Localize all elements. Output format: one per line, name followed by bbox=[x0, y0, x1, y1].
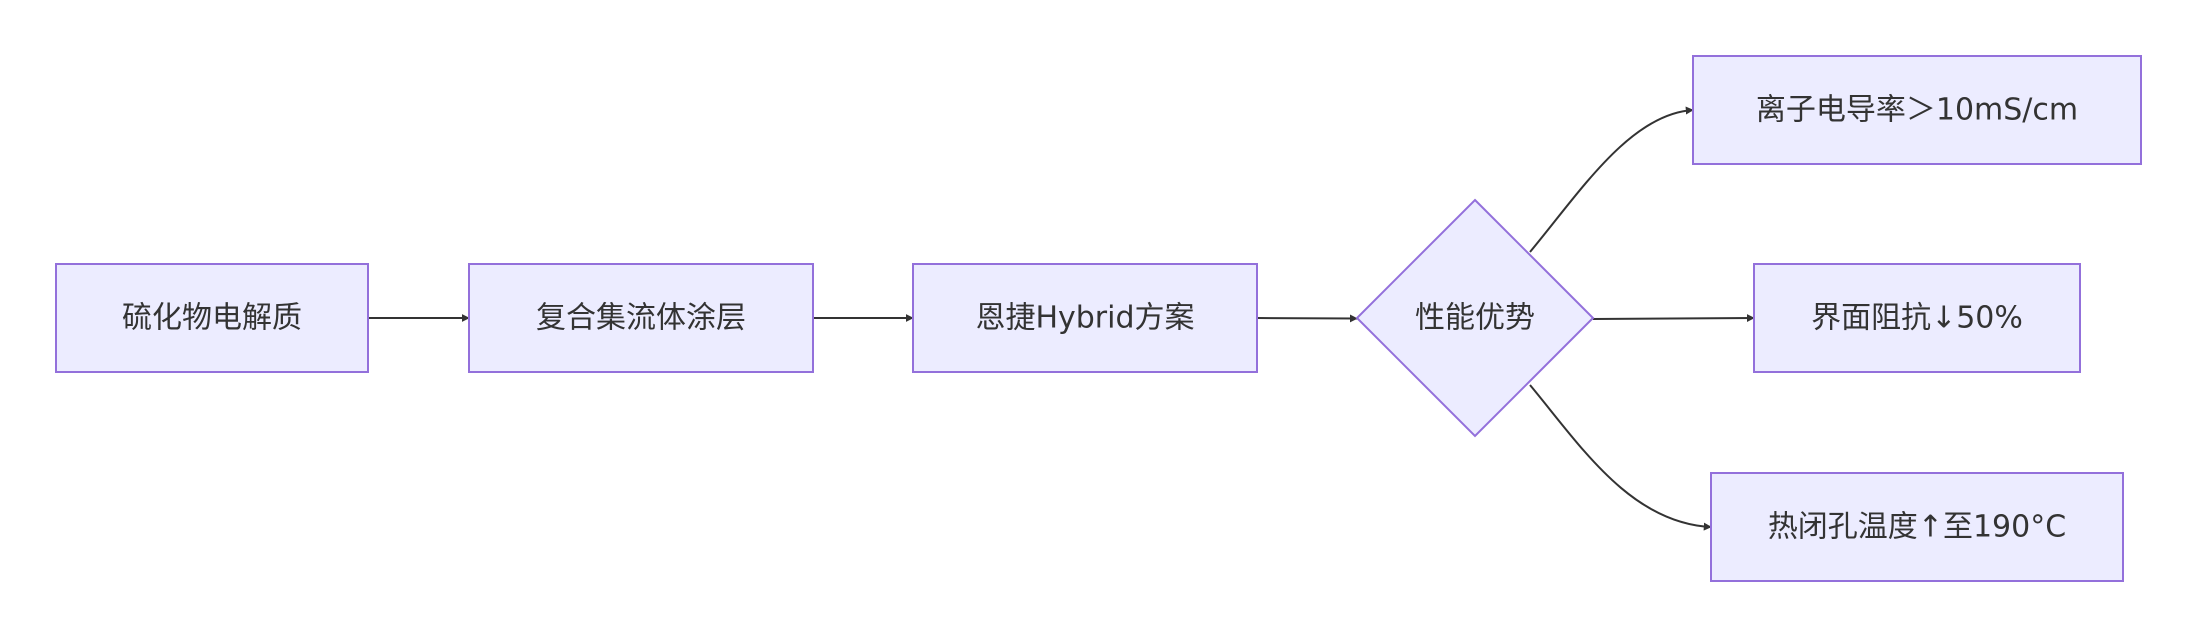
edge-advantage-to-conductivity bbox=[1529, 106, 1694, 253]
node-label: 硫化物电解质 bbox=[122, 301, 302, 336]
edge-advantage-to-shutdown bbox=[1529, 384, 1712, 531]
node-ionic-conductivity: 离子电导率＞10mS/cm bbox=[1692, 55, 2142, 165]
node-label: 离子电导率＞10mS/cm bbox=[1756, 93, 2078, 128]
edge-hybrid-to-advantage bbox=[1256, 314, 1358, 323]
node-label: 性能优势 bbox=[1415, 301, 1535, 336]
node-interface-impedance: 界面阻抗↓50% bbox=[1753, 263, 2081, 373]
node-label: 恩捷Hybrid方案 bbox=[975, 301, 1194, 336]
decision-performance-advantage: 性能优势 bbox=[1355, 198, 1595, 438]
node-composite-coating: 复合集流体涂层 bbox=[468, 263, 814, 373]
node-label: 界面阻抗↓50% bbox=[1811, 301, 2023, 336]
node-label: 复合集流体涂层 bbox=[536, 301, 746, 336]
node-thermal-shutdown: 热闭孔温度↑至190°C bbox=[1710, 472, 2124, 582]
edges bbox=[369, 106, 1755, 531]
node-sulfide-electrolyte: 硫化物电解质 bbox=[55, 263, 369, 373]
node-label: 热闭孔温度↑至190°C bbox=[1768, 510, 2066, 545]
node-enjie-hybrid: 恩捷Hybrid方案 bbox=[912, 263, 1258, 373]
edge-advantage-to-impedance bbox=[1592, 314, 1755, 323]
